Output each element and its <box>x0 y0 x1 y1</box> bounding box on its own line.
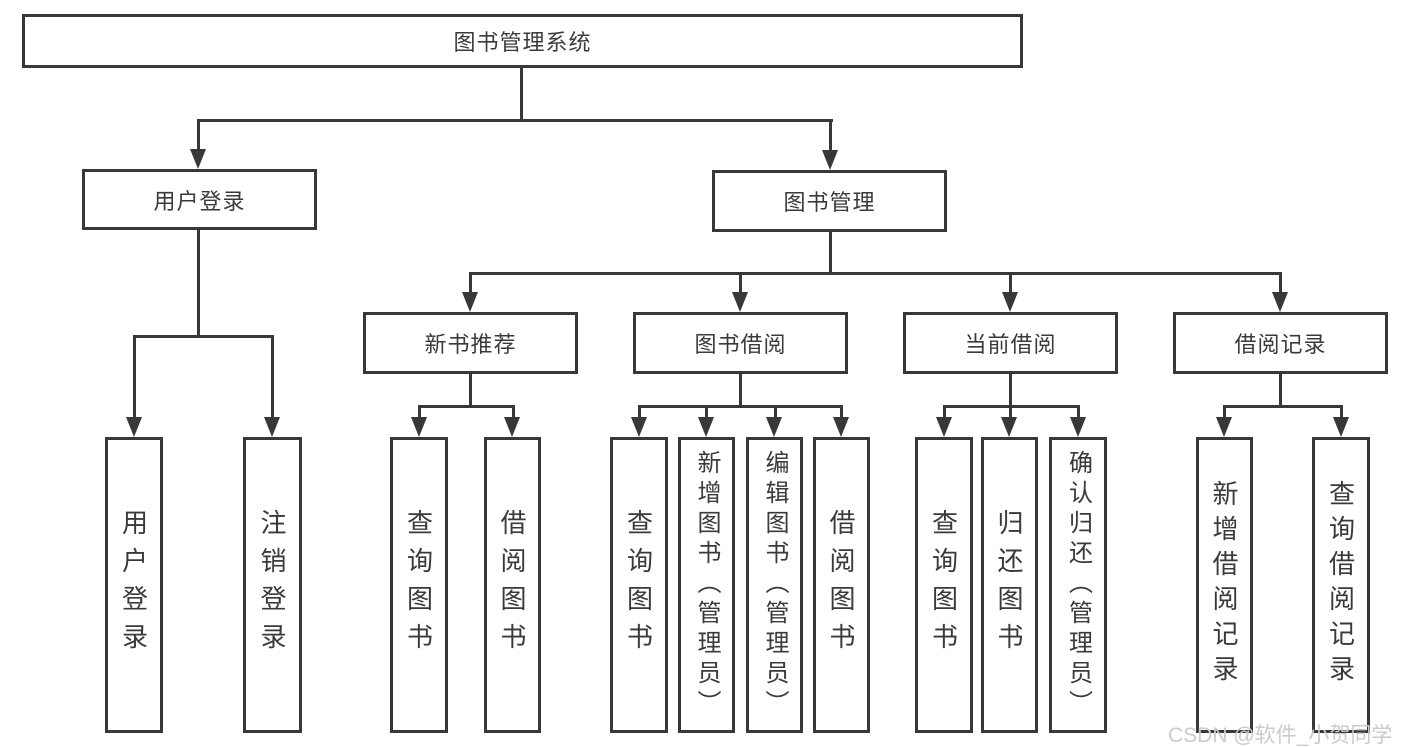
connector-line <box>520 68 523 120</box>
leaf-confirm-return-admin-label: 确认归还（管理员） <box>1064 450 1092 720</box>
arrow-down-icon <box>936 417 952 437</box>
arrow-down-icon <box>833 417 849 437</box>
node-user-login: 用户登录 <box>82 169 317 230</box>
connector-line <box>1279 272 1282 296</box>
leaf-user-login: 用户登录 <box>105 437 163 733</box>
node-borrow-records: 借阅记录 <box>1173 312 1388 374</box>
node-user-login-label: 用户登录 <box>153 188 246 214</box>
leaf-logout-label: 注销登录 <box>257 509 287 661</box>
leaf-query-books-2: 查询图书 <box>610 437 668 733</box>
node-current-borrow: 当前借阅 <box>903 312 1118 374</box>
leaf-query-books-2-label: 查询图书 <box>623 509 654 661</box>
leaf-query-books-1: 查询图书 <box>390 437 448 733</box>
arrow-down-icon <box>1070 417 1086 437</box>
connector-line <box>1340 405 1343 419</box>
leaf-query-books-1-label: 查询图书 <box>403 509 434 661</box>
connector-line <box>197 119 833 122</box>
node-book-borrow-label: 图书借阅 <box>694 332 787 357</box>
arrow-down-icon <box>264 417 280 437</box>
connector-line <box>418 405 515 408</box>
connector-line <box>1279 374 1282 406</box>
connector-line <box>1223 405 1342 408</box>
connector-line <box>197 119 200 153</box>
arrow-down-icon <box>766 417 782 437</box>
leaf-logout: 注销登录 <box>243 437 302 733</box>
connector-line <box>638 405 641 419</box>
node-root-label: 图书管理系统 <box>453 30 592 55</box>
connector-line <box>271 335 274 420</box>
arrow-down-icon <box>1333 417 1349 437</box>
node-book-management-label: 图书管理 <box>783 190 876 215</box>
connector-line <box>133 335 274 338</box>
leaf-borrow-books-2: 借阅图书 <box>813 437 870 733</box>
leaf-return-books-label: 归还图书 <box>994 509 1024 661</box>
arrow-down-icon <box>631 417 647 437</box>
arrow-down-icon <box>732 292 748 312</box>
arrow-down-icon <box>822 150 838 170</box>
connector-line <box>469 272 472 296</box>
connector-line <box>418 405 421 419</box>
connector-line <box>705 405 708 419</box>
arrow-down-icon <box>462 292 478 312</box>
connector-line <box>1009 405 1012 419</box>
connector-line <box>133 335 136 420</box>
arrow-down-icon <box>1001 417 1017 437</box>
leaf-edit-books-admin-label: 编辑图书（管理员） <box>761 450 788 720</box>
connector-line <box>739 374 742 406</box>
node-book-borrow: 图书借阅 <box>633 312 848 374</box>
connector-line <box>1009 374 1012 406</box>
leaf-edit-books-admin: 编辑图书（管理员） <box>746 437 803 733</box>
leaf-add-books-admin: 新增图书（管理员） <box>678 437 735 733</box>
node-book-management: 图书管理 <box>712 170 947 232</box>
node-new-book-recommend: 新书推荐 <box>363 312 578 374</box>
leaf-confirm-return-admin: 确认归还（管理员） <box>1049 437 1107 733</box>
leaf-query-borrow-record: 查询借阅记录 <box>1312 437 1370 733</box>
node-borrow-records-label: 借阅记录 <box>1234 332 1327 357</box>
connector-line <box>829 119 832 153</box>
connector-line <box>739 272 742 296</box>
leaf-return-books: 归还图书 <box>981 437 1038 733</box>
connector-line <box>1077 405 1080 419</box>
arrow-down-icon <box>126 417 142 437</box>
arrow-down-icon <box>1002 292 1018 312</box>
csdn-watermark: CSDN @软件_小贺同学 <box>1168 724 1393 747</box>
leaf-query-books-3-label: 查询图书 <box>928 509 959 661</box>
connector-line <box>1009 272 1012 296</box>
arrow-down-icon <box>504 417 520 437</box>
arrow-down-icon <box>698 417 714 437</box>
leaf-add-borrow-record-label: 新增借阅记录 <box>1209 480 1239 690</box>
arrow-down-icon <box>411 417 427 437</box>
connector-line <box>774 405 777 419</box>
node-current-borrow-label: 当前借阅 <box>964 332 1057 357</box>
arrow-down-icon <box>1272 292 1288 312</box>
leaf-borrow-books-2-label: 借阅图书 <box>826 509 856 661</box>
connector-line <box>512 405 515 419</box>
connector-line <box>469 272 1282 275</box>
leaf-add-books-admin-label: 新增图书（管理员） <box>693 450 720 720</box>
leaf-borrow-books-1: 借阅图书 <box>484 437 541 733</box>
connector-line <box>1223 405 1226 419</box>
arrow-down-icon <box>1216 417 1232 437</box>
connector-line <box>469 374 472 406</box>
connector-line <box>829 232 832 274</box>
node-root: 图书管理系统 <box>22 14 1023 68</box>
leaf-user-login-label: 用户登录 <box>118 509 149 661</box>
connector-line <box>197 230 200 336</box>
connector-line <box>943 405 946 419</box>
leaf-query-borrow-record-label: 查询借阅记录 <box>1325 480 1356 690</box>
leaf-add-borrow-record: 新增借阅记录 <box>1196 437 1253 733</box>
leaf-borrow-books-1-label: 借阅图书 <box>497 509 527 661</box>
connector-line <box>840 405 843 419</box>
connector-line <box>638 405 843 408</box>
node-new-book-recommend-label: 新书推荐 <box>424 332 517 357</box>
leaf-query-books-3: 查询图书 <box>915 437 973 733</box>
arrow-down-icon <box>190 149 206 169</box>
